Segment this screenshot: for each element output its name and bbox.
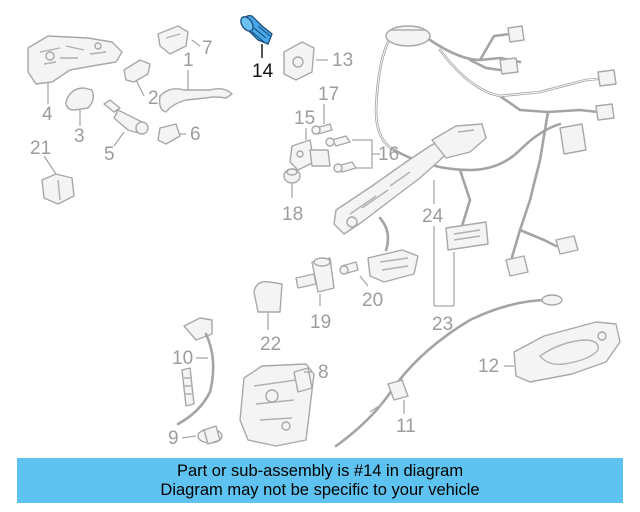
part-boot-22 <box>253 281 283 313</box>
part-plug-18 <box>283 168 301 184</box>
callout-18: 18 <box>282 204 303 225</box>
callout-3: 3 <box>74 126 85 147</box>
callout-labels: 1 2 3 4 5 6 7 8 9 10 11 12 13 14 15 16 1… <box>30 38 499 449</box>
wiring-harness <box>374 25 617 277</box>
callout-8: 8 <box>318 362 329 383</box>
part-latch-8 <box>239 363 315 447</box>
callout-2: 2 <box>148 88 159 109</box>
callout-4: 4 <box>42 104 53 125</box>
part-cable-11 <box>334 294 563 448</box>
callout-11: 11 <box>396 416 416 437</box>
part-lock-cylinder-5 <box>103 99 149 135</box>
callout-10: 10 <box>172 348 193 369</box>
callout-17: 17 <box>318 84 339 105</box>
part-gasket-3 <box>65 87 95 111</box>
part-clip-21 <box>41 173 75 205</box>
callout-15: 15 <box>294 108 315 129</box>
part-handle-cap-2 <box>123 59 151 83</box>
callout-1: 1 <box>183 50 194 71</box>
part-regulator-24 <box>333 123 487 252</box>
callout-14-highlighted: 14 <box>252 61 274 82</box>
part-bolts-16-17 <box>311 123 357 173</box>
part-handle-carrier <box>27 35 123 85</box>
part-bolt-9 <box>197 425 223 445</box>
part-cable-10 <box>176 317 215 426</box>
part-hinge-15 <box>289 139 331 171</box>
leader-lines <box>43 39 514 439</box>
part-module-20 <box>339 249 419 283</box>
info-banner: Part or sub-assembly is #14 in diagram D… <box>17 458 623 503</box>
callout-6: 6 <box>190 124 201 145</box>
callout-16: 16 <box>378 144 399 165</box>
part-inside-handle-12 <box>513 321 621 383</box>
callout-9: 9 <box>168 428 179 449</box>
part-14-bolt-highlighted <box>240 14 273 45</box>
banner-line-disclaimer: Diagram may not be specific to your vehi… <box>160 480 480 499</box>
callout-22: 22 <box>260 334 281 355</box>
callout-24: 24 <box>422 206 444 227</box>
callout-23: 23 <box>432 314 453 335</box>
part-outside-handle <box>158 87 233 113</box>
banner-line-part-number: Part or sub-assembly is #14 in diagram <box>176 461 464 480</box>
part-cover-6 <box>157 123 181 145</box>
part-bracket-7 <box>157 25 189 55</box>
part-actuator-19 <box>295 257 335 293</box>
callout-12: 12 <box>478 356 499 377</box>
callout-7: 7 <box>202 38 213 59</box>
exploded-parts-diagram: 1 2 3 4 5 6 7 8 9 10 11 12 13 14 15 16 1… <box>27 14 621 449</box>
callout-5: 5 <box>104 144 115 165</box>
callout-19: 19 <box>310 312 331 333</box>
callout-21: 21 <box>30 138 51 159</box>
callout-13: 13 <box>332 50 353 71</box>
part-plate-13 <box>283 41 315 81</box>
callout-20: 20 <box>362 290 383 311</box>
